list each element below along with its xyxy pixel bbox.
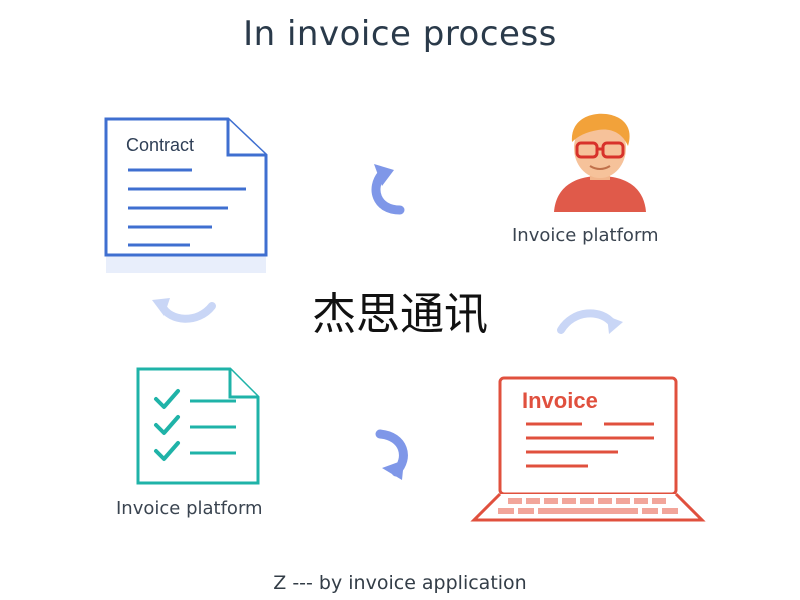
- person-label: Invoice platform: [512, 225, 659, 246]
- curved-arrow-icon: [375, 429, 408, 480]
- checklist-document-icon: [136, 367, 260, 485]
- contract-document-icon: Contract: [104, 117, 268, 273]
- laptop-invoice-title: Invoice: [522, 388, 598, 413]
- person-avatar-icon: [554, 113, 646, 212]
- watermark-text: 杰思通讯: [312, 289, 488, 340]
- curved-arrow-icon: [152, 298, 216, 323]
- contract-label: Contract: [126, 135, 194, 155]
- laptop-invoice-icon: Invoice: [470, 376, 706, 522]
- footer-caption: Z --- by invoice application: [273, 572, 527, 594]
- curved-arrow-icon: [557, 309, 623, 334]
- curved-arrow-icon: [371, 164, 405, 215]
- checklist-label: Invoice platform: [116, 498, 263, 519]
- page-title: In invoice process: [243, 14, 557, 54]
